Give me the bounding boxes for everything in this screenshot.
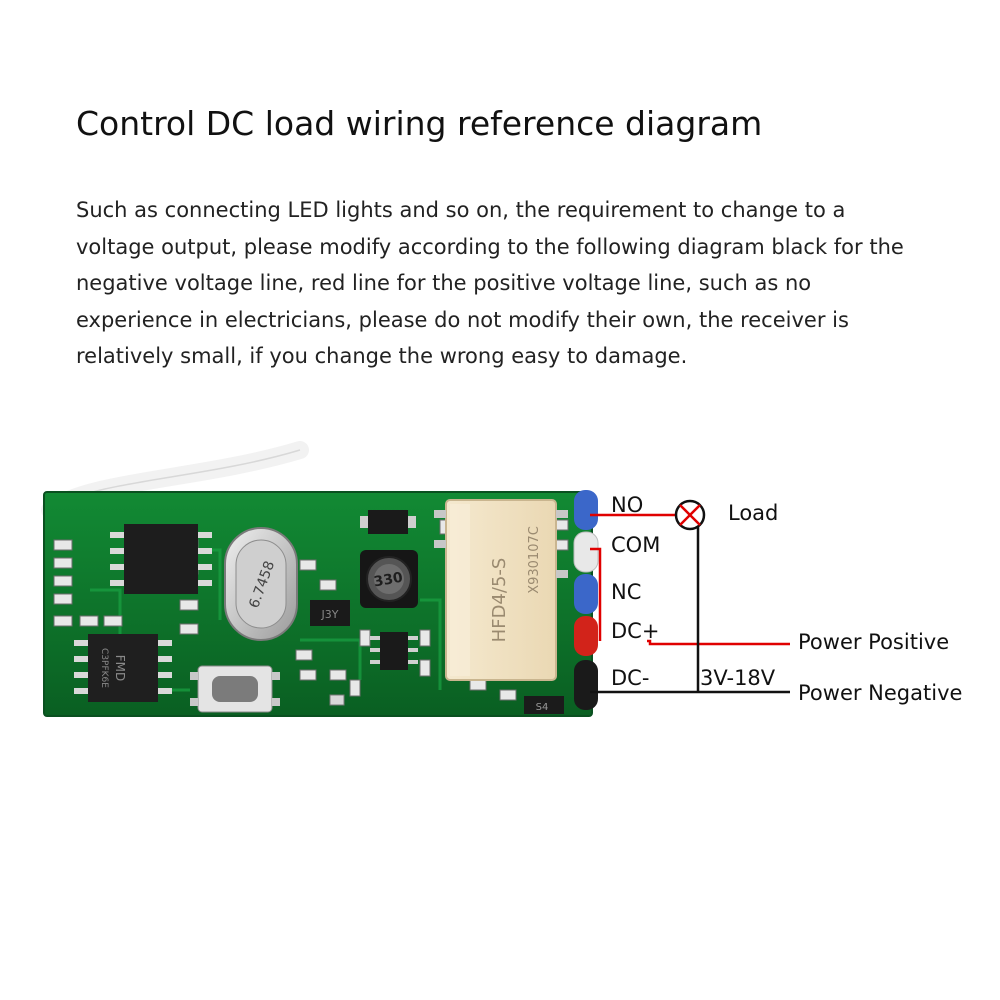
page-title: Control DC load wiring reference diagram — [76, 104, 763, 143]
diode-marking: S4 — [536, 702, 549, 713]
load-lamp-icon — [674, 499, 706, 531]
power-negative-label: Power Negative — [798, 681, 962, 705]
led-indicator — [329, 694, 345, 706]
wire-nc — [574, 574, 598, 614]
voltage-regulator: J3Y — [310, 600, 350, 626]
regulator-marking: J3Y — [321, 608, 339, 621]
description-text: Such as connecting LED lights and so on,… — [76, 198, 904, 368]
crystal-oscillator: 6.7458 — [224, 527, 298, 641]
transistor-top — [360, 510, 416, 534]
terminal-label-dc-pos: DC+ — [611, 619, 659, 643]
positive-wire — [590, 513, 790, 646]
relay-model: HFD4/5-S — [489, 558, 510, 643]
chip-marking: FMD — [113, 655, 127, 682]
power-positive-label: Power Positive — [798, 630, 949, 654]
ic-chip-top — [110, 524, 212, 594]
inductor: 330 — [360, 550, 418, 608]
load-label: Load — [728, 501, 778, 525]
terminal-label-com: COM — [611, 533, 660, 557]
negative-wire — [590, 527, 790, 694]
ic-chip-bottom: FMD C3PFK6E — [74, 634, 172, 702]
wire-com — [573, 531, 599, 573]
terminal-label-no: NO — [611, 493, 643, 517]
relay: HFD4/5-S X930107C — [434, 499, 568, 681]
terminal-label-dc-neg: DC- — [611, 666, 649, 690]
receiver-board: FMD C3PFK6E 6.7458 J3Y 330 — [43, 491, 593, 717]
wire-dc-neg — [574, 660, 598, 710]
wiring-diagram: FMD C3PFK6E 6.7458 J3Y 330 — [41, 441, 962, 717]
voltage-range-label: 3V-18V — [700, 666, 776, 690]
wire-no — [574, 490, 598, 530]
ic-chip-small — [370, 632, 418, 670]
relay-code: X930107C — [527, 526, 542, 594]
chip-code: C3PFK6E — [99, 648, 109, 688]
wire-dc-pos — [574, 616, 598, 656]
tactile-button — [190, 665, 280, 713]
terminal-wires — [573, 490, 599, 710]
terminal-label-nc: NC — [611, 580, 641, 604]
diode: S4 — [524, 696, 564, 714]
inductor-marking: 330 — [373, 570, 405, 591]
